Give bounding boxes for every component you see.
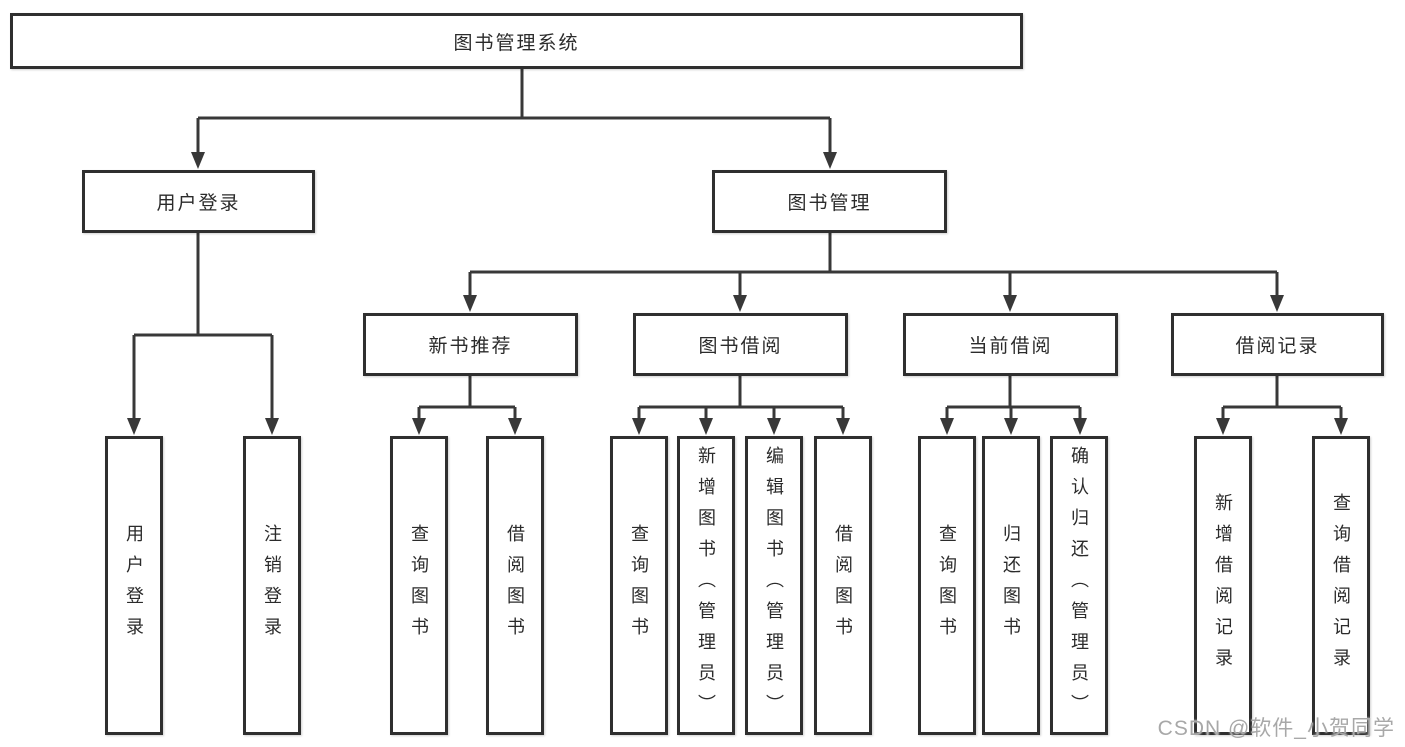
node-new-book-recommend: 新书推荐 [363,313,578,376]
node-label: 查询借阅记录 [1331,492,1351,679]
node-label: 借阅图书 [833,523,853,648]
leaf-add-book-admin: 新增图书（管理员） [677,436,735,735]
node-label: 归还图书 [1001,523,1021,648]
leaf-return-book: 归还图书 [982,436,1040,735]
node-label: 新增借阅记录 [1213,492,1233,679]
node-label: 用户登录 [156,193,241,214]
leaf-borrow-books-2: 借阅图书 [814,436,872,735]
node-label: 图书管理系统 [453,32,580,54]
node-label: 借阅记录 [1235,336,1320,357]
node-user-login: 用户登录 [82,170,315,233]
node-label: 编辑图书（管理员） [764,446,784,725]
node-label: 确认归还（管理员） [1069,446,1089,725]
node-label: 查询图书 [629,523,649,648]
leaf-query-borrow-record: 查询借阅记录 [1312,436,1370,735]
watermark-text: CSDN @软件_小贺同学 [1157,717,1395,740]
node-book-management: 图书管理 [712,170,947,233]
leaf-borrow-books-1: 借阅图书 [486,436,544,735]
node-label: 新书推荐 [428,336,513,357]
node-label: 查询图书 [937,523,957,648]
leaf-query-books-1: 查询图书 [390,436,448,735]
node-current-borrow: 当前借阅 [903,313,1118,376]
node-label: 查询图书 [409,523,429,648]
leaf-query-books-3: 查询图书 [918,436,976,735]
node-label: 新增图书（管理员） [696,446,716,725]
node-library-management-system: 图书管理系统 [10,13,1023,69]
node-label: 当前借阅 [968,336,1053,357]
leaf-logout: 注销登录 [243,436,301,735]
node-label: 借阅图书 [505,523,525,648]
node-label: 图书借阅 [698,336,783,357]
node-label: 用户登录 [124,523,144,648]
node-book-borrow: 图书借阅 [633,313,848,376]
node-borrow-records: 借阅记录 [1171,313,1384,376]
leaf-edit-book-admin: 编辑图书（管理员） [745,436,803,735]
leaf-query-books-2: 查询图书 [610,436,668,735]
leaf-confirm-return-admin: 确认归还（管理员） [1050,436,1108,735]
leaf-user-login: 用户登录 [105,436,163,735]
node-label: 注销登录 [262,523,282,648]
node-label: 图书管理 [787,193,872,214]
leaf-add-borrow-record: 新增借阅记录 [1194,436,1252,735]
